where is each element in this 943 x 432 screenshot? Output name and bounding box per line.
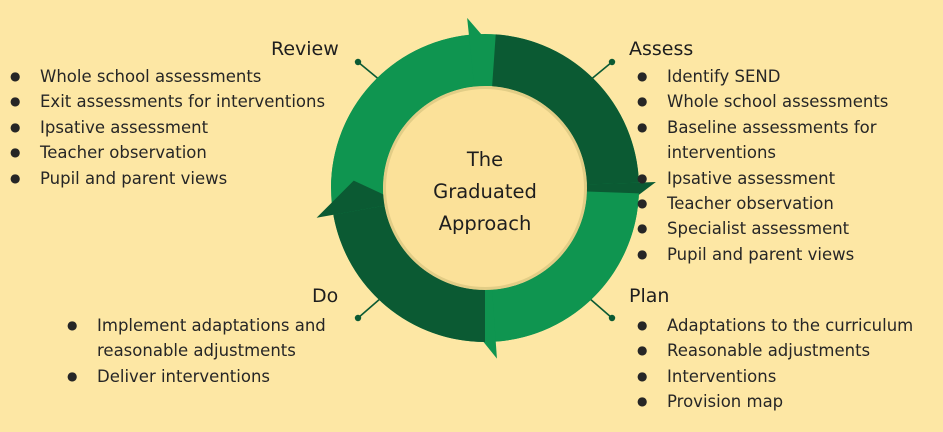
- plan-item: Adaptations to the curriculum: [637, 313, 937, 339]
- plan-title: Plan: [629, 285, 670, 307]
- plan-item: Reasonable adjustments: [637, 338, 937, 364]
- center-label: The Graduated Approach: [405, 144, 565, 240]
- assess-title: Assess: [629, 38, 694, 60]
- connector-do: [357, 297, 382, 319]
- review-list: Whole school assessments Exit assessment…: [10, 64, 325, 191]
- connector-assess: [588, 61, 613, 82]
- review-item: Whole school assessments: [10, 64, 325, 90]
- do-item: Deliver interventions: [67, 364, 342, 390]
- assess-item: Baseline assessments for interventions: [637, 115, 912, 166]
- assess-item: Pupil and parent views: [637, 242, 912, 268]
- review-item: Teacher observation: [10, 140, 325, 166]
- plan-item: Interventions: [637, 364, 937, 390]
- center-label-line-2: Graduated: [433, 180, 537, 203]
- review-title: Review: [271, 38, 339, 60]
- plan-list: Adaptations to the curriculum Reasonable…: [637, 313, 937, 415]
- arc-assess-to-plan: [492, 34, 639, 185]
- arc-do-to-review-head: [316, 180, 402, 218]
- connector-dot-review: [354, 58, 362, 66]
- center-label-line-1: The: [466, 148, 504, 171]
- connector-plan: [588, 297, 613, 319]
- arc-plan-to-do: [492, 191, 639, 342]
- arc-review-to-assess: [331, 34, 475, 188]
- center-disc: [386, 89, 584, 287]
- do-item: Implement adaptations and reasonable adj…: [67, 313, 342, 364]
- review-item: Exit assessments for interventions: [10, 89, 325, 115]
- cycle-arcs: [316, 17, 656, 359]
- arc-review-to-assess-head: [467, 17, 502, 104]
- assess-item: Teacher observation: [637, 191, 912, 217]
- assess-item: Specialist assessment: [637, 216, 912, 242]
- review-item: Ipsative assessment: [10, 115, 325, 141]
- assess-list: Identify SEND Whole school assessments B…: [637, 64, 912, 268]
- connector-dot-assess: [608, 58, 616, 66]
- connector-review: [357, 61, 382, 82]
- assess-item: Identify SEND: [637, 64, 912, 90]
- plan-item: Provision map: [637, 389, 937, 415]
- review-item: Pupil and parent views: [10, 166, 325, 192]
- connector-dot-do: [354, 314, 362, 322]
- do-title: Do: [312, 285, 339, 307]
- do-list: Implement adaptations and reasonable adj…: [67, 313, 342, 390]
- center-label-line-3: Approach: [438, 212, 532, 235]
- connector-dot-plan: [608, 314, 616, 322]
- assess-item: Whole school assessments: [637, 89, 912, 115]
- assess-item: Ipsative assessment: [637, 166, 912, 192]
- arc-do-to-review: [333, 205, 485, 342]
